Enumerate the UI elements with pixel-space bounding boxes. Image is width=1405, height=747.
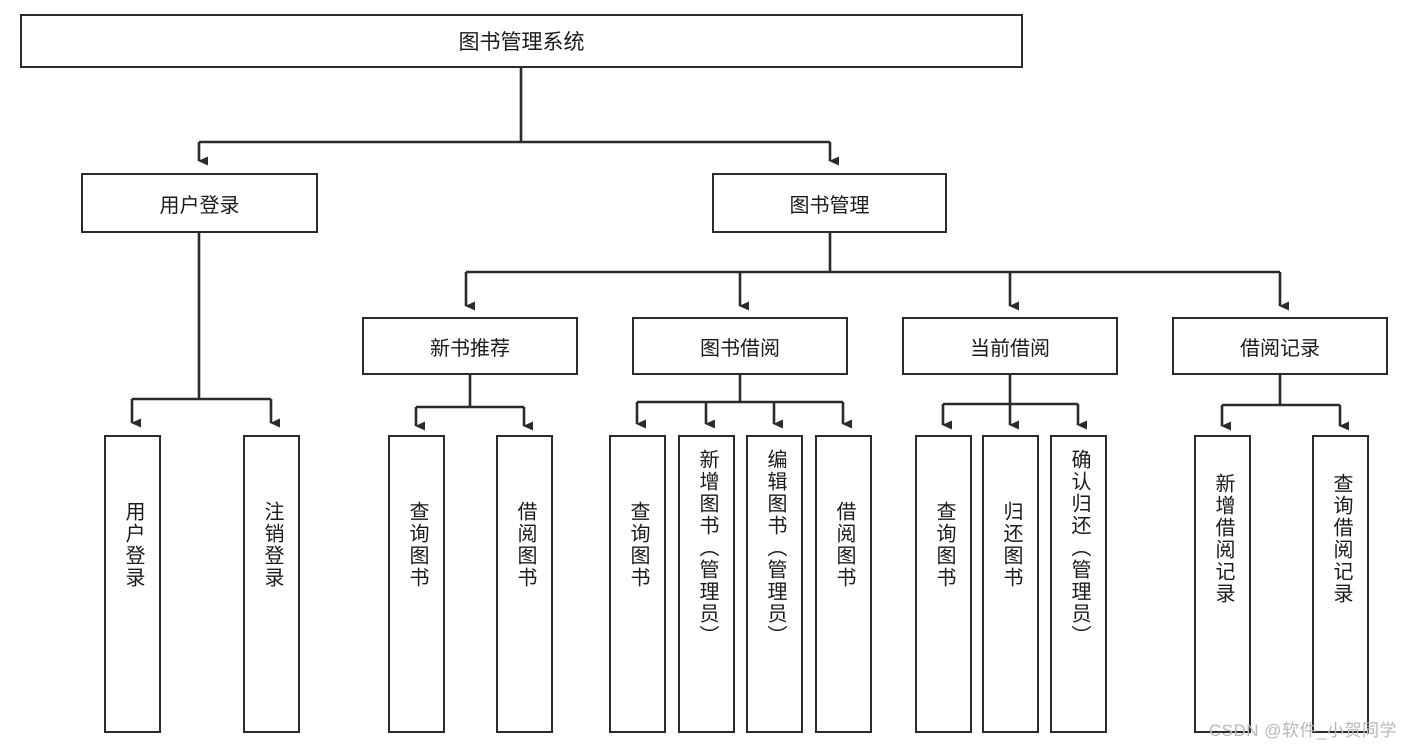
node-label: 图书管理 (789, 194, 870, 217)
node-label: 借阅图书 (833, 501, 855, 589)
leaf-borrow-record-add[interactable]: 新增借阅记录 (1194, 435, 1251, 733)
node-label: 图书管理系统 (458, 31, 585, 54)
leaf-user-login-signout[interactable]: 注销登录 (243, 435, 300, 733)
leaf-book-borrow-add[interactable]: 新增图书（管理员） (678, 435, 735, 733)
node-label: 确认归还（管理员） (1068, 449, 1090, 647)
node-label: 用户登录 (122, 501, 144, 589)
node-label: 归还图书 (1000, 501, 1022, 589)
node-root-library-system[interactable]: 图书管理系统 (20, 14, 1023, 68)
node-label: 当前借阅 (970, 337, 1050, 360)
node-label: 查询借阅记录 (1330, 473, 1352, 605)
leaf-current-borrow-query[interactable]: 查询图书 (915, 435, 972, 733)
node-label: 图书借阅 (700, 337, 780, 360)
node-label: 查询图书 (627, 501, 649, 589)
leaf-book-borrow-edit[interactable]: 编辑图书（管理员） (746, 435, 803, 733)
node-label: 新增图书（管理员） (696, 449, 718, 647)
node-new-book-recommend[interactable]: 新书推荐 (362, 317, 578, 375)
node-label: 查询图书 (406, 501, 428, 589)
leaf-borrow-record-query[interactable]: 查询借阅记录 (1312, 435, 1369, 733)
node-borrow-record[interactable]: 借阅记录 (1172, 317, 1388, 375)
node-label: 借阅记录 (1240, 337, 1320, 360)
node-label: 编辑图书（管理员） (764, 449, 786, 647)
node-current-borrow[interactable]: 当前借阅 (902, 317, 1118, 375)
leaf-book-borrow-query[interactable]: 查询图书 (609, 435, 666, 733)
node-label: 用户登录 (159, 194, 240, 217)
node-label: 新书推荐 (430, 337, 510, 360)
leaf-current-borrow-confirm-return[interactable]: 确认归还（管理员） (1050, 435, 1107, 733)
csdn-watermark: CSDN @软件_小贺同学 (1208, 721, 1397, 740)
node-label: 查询图书 (933, 501, 955, 589)
node-user-login[interactable]: 用户登录 (81, 173, 318, 233)
node-label: 新增借阅记录 (1212, 473, 1234, 605)
leaf-new-book-query[interactable]: 查询图书 (388, 435, 445, 733)
node-book-management[interactable]: 图书管理 (712, 173, 947, 233)
leaf-current-borrow-return[interactable]: 归还图书 (982, 435, 1039, 733)
node-label: 借阅图书 (514, 501, 536, 589)
node-label: 注销登录 (261, 501, 283, 589)
leaf-book-borrow-lend[interactable]: 借阅图书 (815, 435, 872, 733)
leaf-new-book-borrow[interactable]: 借阅图书 (496, 435, 553, 733)
node-book-borrow[interactable]: 图书借阅 (632, 317, 848, 375)
leaf-user-login-signin[interactable]: 用户登录 (104, 435, 161, 733)
